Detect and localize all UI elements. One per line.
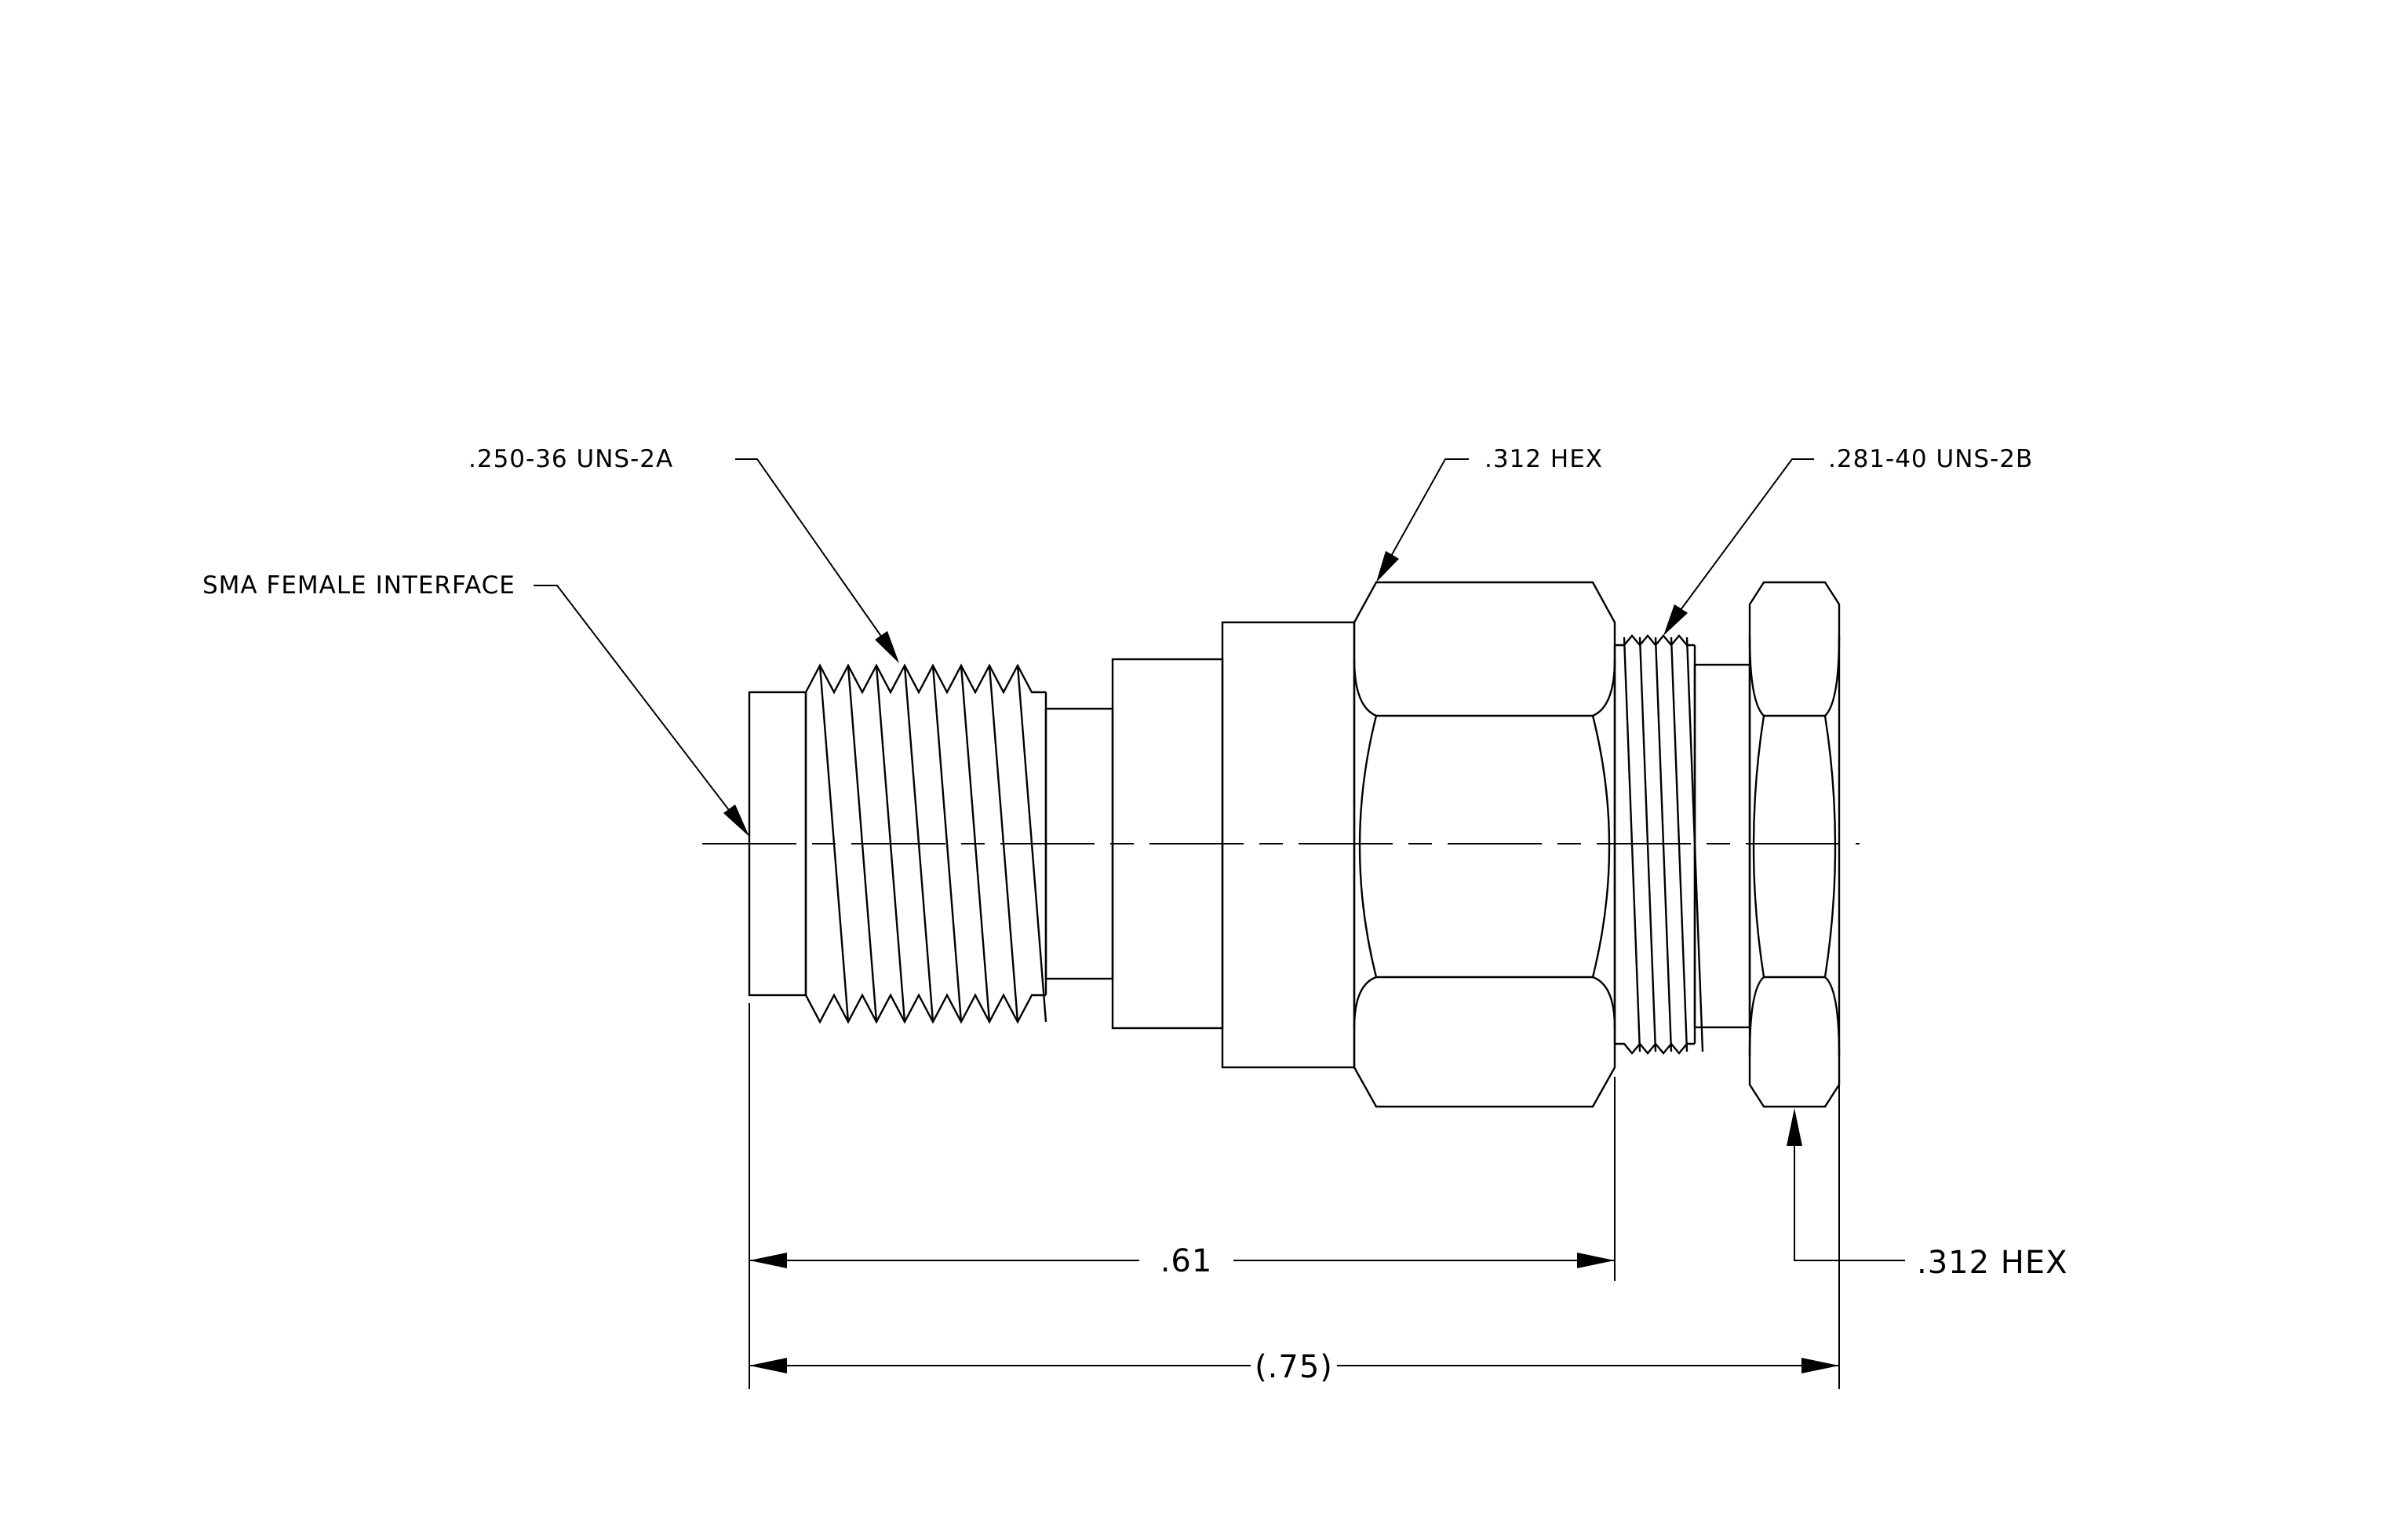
label-left-thread: .250-36 UNS-2A: [468, 445, 673, 473]
thread-helix-line: [847, 665, 878, 1023]
thread-helix-line: [931, 665, 963, 1023]
label-right-thread: .281-40 UNS-2B: [1828, 445, 2033, 473]
thread-helix-line: [988, 665, 1019, 1023]
thread-helix-line: [903, 665, 934, 1023]
callout-main-hex: .312 HEX: [1376, 445, 1603, 582]
dimension-75: (.75): [749, 1349, 1839, 1385]
thread-helix-line: [1016, 665, 1047, 1023]
label-main-hex: .312 HEX: [1485, 445, 1603, 473]
main-hex: [1353, 581, 1616, 1108]
callout-sma-interface: SMA FEMALE INTERFACE: [202, 571, 749, 837]
callout-nut-hex: .312 HEX: [1787, 1108, 2068, 1281]
thread-helix-line: [1670, 636, 1689, 1052]
thread-helix-line: [1623, 636, 1641, 1052]
callout-left-thread: .250-36 UNS-2A: [468, 445, 899, 663]
right-thread-helix-lines: [1623, 636, 1704, 1052]
label-nut-hex: .312 HEX: [1917, 1245, 2068, 1281]
thread-helix-line: [1654, 636, 1673, 1052]
thread-crest-bottom: [804, 993, 1046, 1024]
dim-label-61: .61: [1160, 1243, 1213, 1279]
thread-helix-line: [960, 665, 991, 1023]
dimension-61: .61: [749, 1243, 1615, 1279]
thread-crest-top: [804, 663, 1046, 695]
rear-neck: [1693, 663, 1751, 1029]
label-sma-interface: SMA FEMALE INTERFACE: [202, 571, 515, 600]
thread-helix-lines: [818, 665, 1047, 1023]
thread-helix-line: [818, 665, 850, 1023]
dim-label-75: (.75): [1255, 1349, 1333, 1385]
thread-helix-line: [875, 665, 906, 1023]
callout-right-thread: .281-40 UNS-2B: [1663, 445, 2033, 636]
collar: [1221, 621, 1356, 1069]
thread-helix-line: [1638, 636, 1657, 1052]
